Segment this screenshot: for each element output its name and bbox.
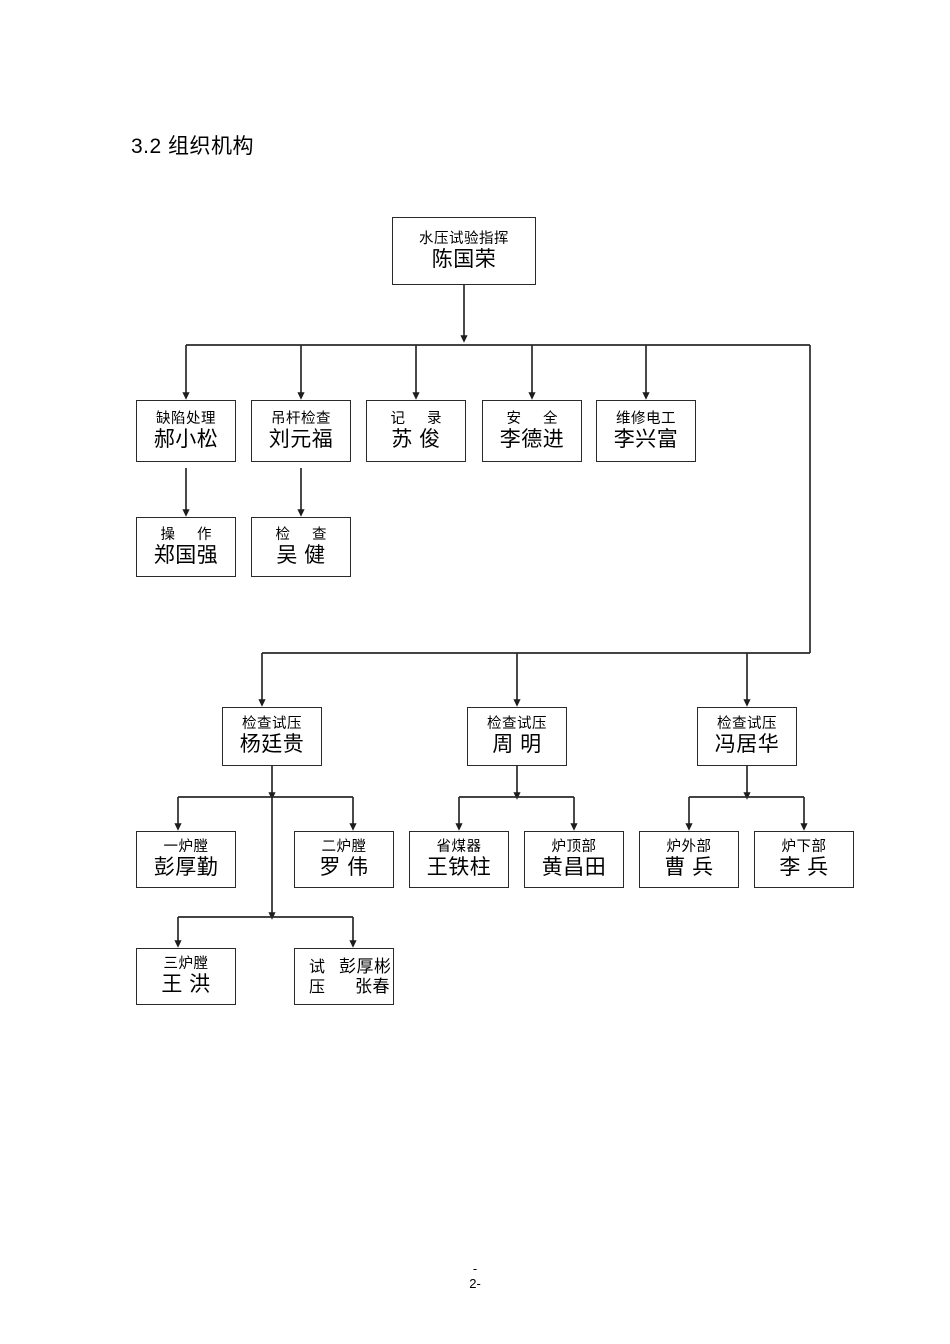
node-record[interactable]: 记 录 苏 俊: [366, 400, 466, 462]
node-name: 苏 俊: [391, 427, 441, 451]
node-pressure-test-feng[interactable]: 检查试压 冯居华: [697, 707, 797, 766]
split-row-top: 试 彭厚彬: [295, 957, 393, 977]
node-name: 郝小松: [153, 427, 219, 451]
node-name: 黄昌田: [541, 856, 607, 880]
node-pressure-test-pair[interactable]: 试 彭厚彬 压 张春: [294, 948, 394, 1005]
node-name: 罗 伟: [319, 856, 369, 880]
node-role: 炉外部: [666, 839, 712, 856]
node-name: 杨廷贵: [239, 733, 305, 757]
split-value-1: 彭厚彬: [339, 956, 392, 976]
node-role: 检查试压: [242, 716, 302, 733]
node-name: 刘元福: [268, 427, 334, 451]
node-furnace-outside[interactable]: 炉外部 曹 兵: [639, 831, 739, 888]
node-furnace-chamber-1[interactable]: 一炉膛 彭厚勤: [136, 831, 236, 888]
node-name: 李兴富: [613, 427, 679, 451]
node-role: 操 作: [160, 526, 221, 543]
split-label-2: 压: [309, 978, 326, 996]
node-pressure-test-zhou[interactable]: 检查试压 周 明: [467, 707, 567, 766]
node-name: 李德进: [499, 427, 565, 451]
split-label-1: 试: [309, 958, 326, 976]
node-furnace-bottom[interactable]: 炉下部 李 兵: [754, 831, 854, 888]
node-safety[interactable]: 安 全 李德进: [482, 400, 582, 462]
node-name: 王 洪: [161, 973, 211, 997]
node-name: 曹 兵: [664, 856, 714, 880]
split-row-bottom: 压 张春: [295, 977, 393, 997]
node-role: 安 全: [506, 410, 567, 427]
node-role: 三炉膛: [163, 956, 209, 973]
node-role: 检查试压: [717, 716, 777, 733]
node-role: 省煤器: [436, 839, 482, 856]
node-pressure-test-yang[interactable]: 检查试压 杨廷贵: [222, 707, 322, 766]
node-furnace-chamber-3[interactable]: 三炉膛 王 洪: [136, 948, 236, 1005]
page-number: 2-: [469, 1275, 481, 1291]
node-name: 冯居华: [714, 733, 780, 757]
node-maintenance-electrician[interactable]: 维修电工 李兴富: [596, 400, 696, 462]
node-role: 吊杆检查: [271, 410, 331, 427]
node-commander[interactable]: 水压试验指挥 陈国荣: [392, 217, 536, 285]
node-name: 吴 健: [276, 543, 326, 567]
node-name: 李 兵: [779, 856, 829, 880]
node-furnace-chamber-2[interactable]: 二炉膛 罗 伟: [294, 831, 394, 888]
node-role: 记 录: [390, 410, 451, 427]
split-value-2: 张春: [355, 976, 390, 996]
node-role: 炉下部: [781, 839, 827, 856]
page-footer: - 2-: [0, 1261, 950, 1292]
node-economizer[interactable]: 省煤器 王铁柱: [409, 831, 509, 888]
node-role: 二炉膛: [321, 839, 367, 856]
footer-line-1: -: [472, 1261, 478, 1276]
node-role: 缺陷处理: [156, 410, 216, 427]
node-role: 炉顶部: [551, 839, 597, 856]
node-role: 检查试压: [487, 716, 547, 733]
node-role: 维修电工: [616, 410, 676, 427]
node-name: 王铁柱: [426, 856, 492, 880]
node-defect-handling[interactable]: 缺陷处理 郝小松: [136, 400, 236, 462]
node-inspection[interactable]: 检 查 吴 健: [251, 517, 351, 577]
node-role: 一炉膛: [163, 839, 209, 856]
node-role: 检 查: [275, 526, 336, 543]
node-name: 彭厚勤: [153, 856, 219, 880]
node-operation[interactable]: 操 作 郑国强: [136, 517, 236, 577]
node-hanger-inspection[interactable]: 吊杆检查 刘元福: [251, 400, 351, 462]
node-role: 水压试验指挥: [419, 230, 509, 247]
node-furnace-top[interactable]: 炉顶部 黄昌田: [524, 831, 624, 888]
node-name: 郑国强: [153, 543, 219, 567]
node-name: 陈国荣: [431, 247, 497, 271]
page-title: 3.2 组织机构: [131, 135, 255, 158]
node-name: 周 明: [492, 733, 542, 757]
